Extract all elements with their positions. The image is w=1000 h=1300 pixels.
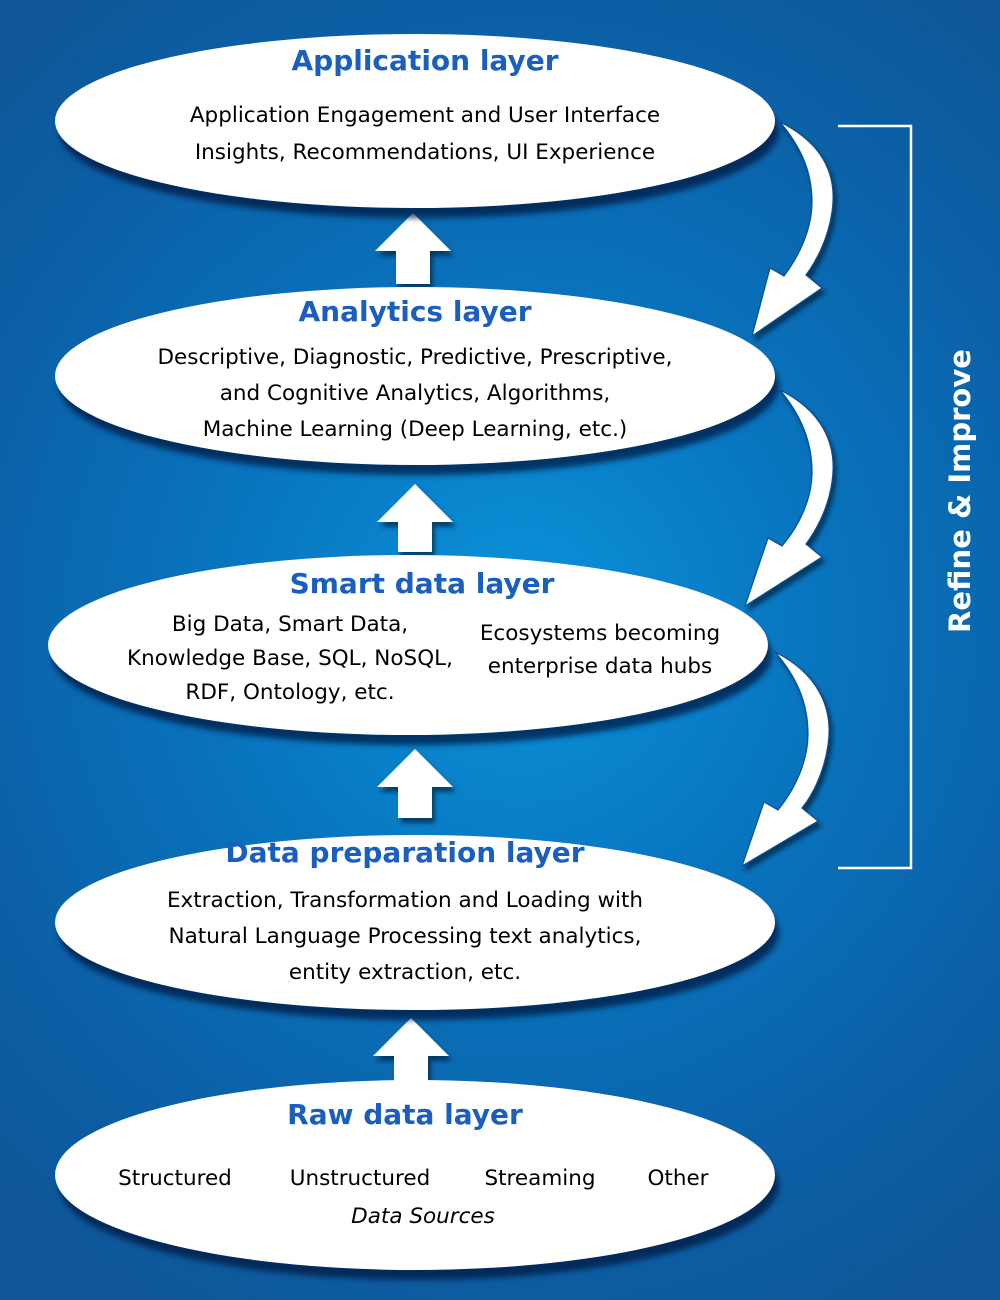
raw-data-source-other: Other xyxy=(647,1166,709,1191)
refine-bracket xyxy=(838,124,913,870)
analytics-layer-title: Analytics layer xyxy=(298,295,532,328)
description-line: Big Data, Smart Data, xyxy=(171,612,409,637)
raw-data-source-streaming: Streaming xyxy=(484,1166,596,1191)
up-arrow-icon xyxy=(373,1018,449,1082)
description-line: RDF, Ontology, etc. xyxy=(185,680,395,705)
description-line: Machine Learning (Deep Learning, etc.) xyxy=(202,417,628,442)
description-line: Knowledge Base, SQL, NoSQL, xyxy=(127,646,453,671)
raw-data-source-structured: Structured xyxy=(118,1166,232,1191)
data-preparation-layer-description: Extraction, Transformation and Loading w… xyxy=(55,883,755,991)
description-line: and Cognitive Analytics, Algorithms, xyxy=(219,381,611,406)
application-layer-ellipse xyxy=(55,34,775,208)
application-layer-title: Application layer xyxy=(291,44,559,77)
description-line: Extraction, Transformation and Loading w… xyxy=(166,888,644,913)
up-arrow-icon xyxy=(375,213,451,284)
curved-arrow-icon xyxy=(743,389,834,608)
description-line: enterprise data hubs xyxy=(487,654,713,679)
up-arrow-icon xyxy=(377,749,453,818)
raw-data-source-unstructured: Unstructured xyxy=(289,1166,431,1191)
raw-data-layer-title: Raw data layer xyxy=(287,1098,523,1131)
description-line: entity extraction, etc. xyxy=(288,960,522,985)
description-line: Descriptive, Diagnostic, Predictive, Pre… xyxy=(157,345,673,370)
up-arrow-icon xyxy=(377,484,453,552)
data-preparation-layer-title: Data preparation layer xyxy=(225,836,585,869)
smart-data-layer-ellipse xyxy=(48,555,768,735)
raw-data-layer-ellipse xyxy=(55,1080,775,1270)
smart-data-layer-left-description: Big Data, Smart Data, Knowledge Base, SQ… xyxy=(55,608,525,710)
description-line: Insights, Recommendations, UI Experience xyxy=(194,140,656,165)
analytics-layer-ellipse xyxy=(55,287,775,465)
curved-arrow-icon xyxy=(740,651,830,868)
description-line: Application Engagement and User Interfac… xyxy=(189,103,661,128)
smart-data-layer-title: Smart data layer xyxy=(289,567,555,600)
smart-data-layer-right-description: Ecosystems becoming enterprise data hubs xyxy=(455,617,745,683)
description-line: Natural Language Processing text analyti… xyxy=(168,924,642,949)
application-layer-description: Application Engagement and User Interfac… xyxy=(55,97,795,171)
data-preparation-layer-ellipse xyxy=(55,835,775,1010)
curved-arrow-icon xyxy=(751,121,834,338)
data-sources-caption: Data Sources xyxy=(351,1204,495,1229)
description-line: Ecosystems becoming xyxy=(479,621,721,646)
analytics-layer-description: Descriptive, Diagnostic, Predictive, Pre… xyxy=(55,340,775,448)
refine-improve-label: Refine & Improve xyxy=(943,349,977,633)
